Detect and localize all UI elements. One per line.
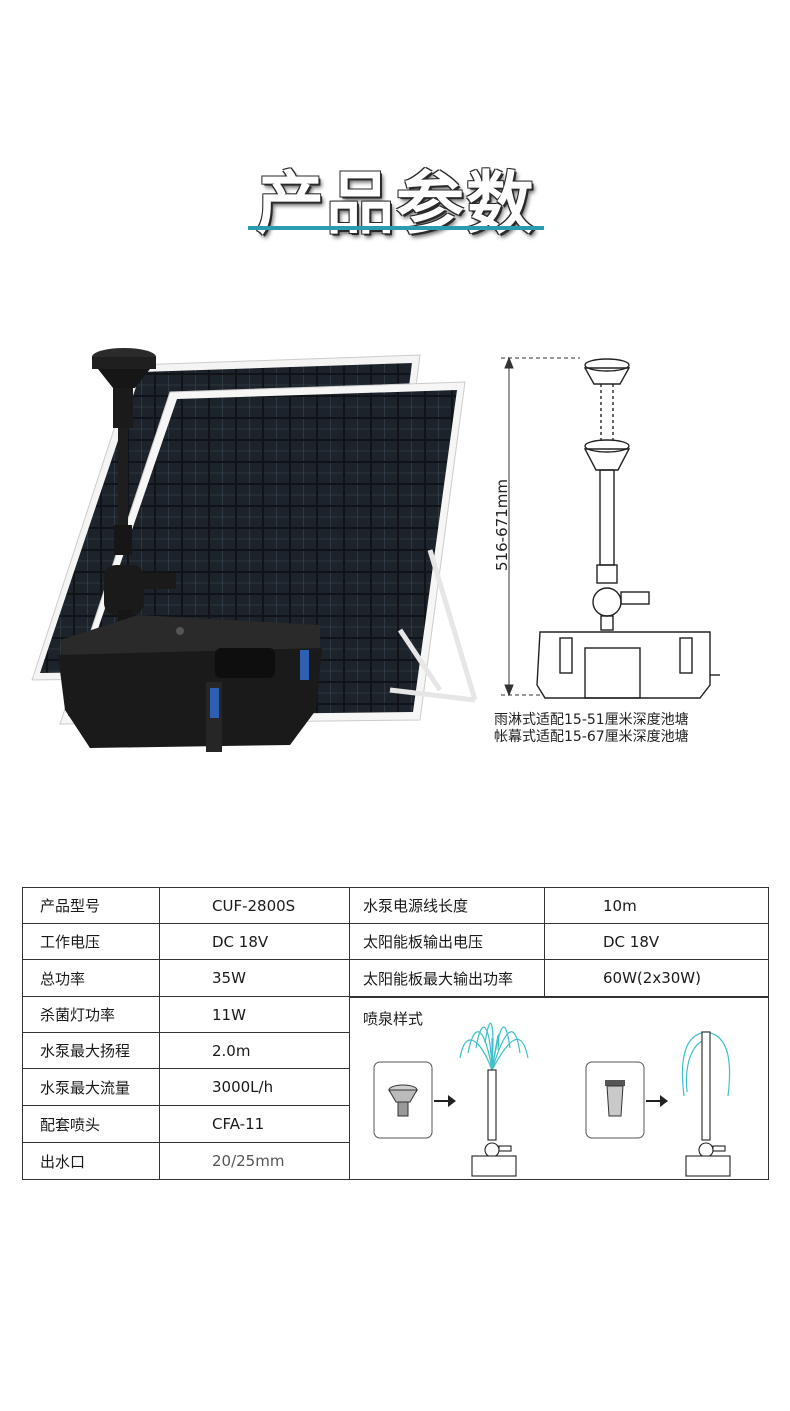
depth-caption: 雨淋式适配15-51厘米深度池塘 帐幕式适配15-67厘米深度池塘 <box>494 712 689 746</box>
spec-label: 水泵最大流量 <box>22 1068 160 1106</box>
spec-value: 11W <box>159 996 350 1033</box>
spec-label: 太阳能板输出电压 <box>349 923 545 960</box>
page-title: 产品参数 <box>255 165 536 244</box>
spec-label: 太阳能板最大输出功率 <box>349 959 545 997</box>
pump-body <box>58 615 322 752</box>
height-dimension-label: 516-671mm <box>493 479 511 571</box>
spec-value: 3000L/h <box>159 1068 350 1106</box>
fountain-style-cell: 喷泉样式 <box>349 997 769 1180</box>
spec-value: 10m <box>544 887 769 924</box>
spec-value: 20/25mm <box>159 1142 350 1180</box>
dimension-arrow <box>501 356 580 697</box>
curtain-nozzle-card <box>585 1061 645 1139</box>
spec-label: 工作电压 <box>22 923 160 960</box>
arrow-icon <box>434 1095 456 1107</box>
panel-stand <box>389 549 478 703</box>
fountain-style-label: 喷泉样式 <box>363 1010 424 1028</box>
spec-label: 杀菌灯功率 <box>22 996 160 1033</box>
spec-value: 60W(2x30W) <box>544 959 769 997</box>
curtain-style-depth: 帐幕式适配15-67厘米深度池塘 <box>494 729 689 745</box>
spec-value: DC 18V <box>544 923 769 960</box>
rain-style-depth: 雨淋式适配15-51厘米深度池塘 <box>494 712 689 728</box>
spec-label: 出水口 <box>22 1142 160 1180</box>
title-underline <box>248 226 544 230</box>
product-illustration <box>31 348 478 752</box>
rain-nozzle-card <box>373 1061 433 1139</box>
spec-table: 产品型号 CUF-2800S 工作电压 DC 18V 总功率 35W 杀菌灯功率… <box>22 887 769 1180</box>
dimension-drawing: 516-671mm <box>493 356 720 699</box>
spec-label: 配套喷头 <box>22 1105 160 1143</box>
page-title-block: 产品参数 <box>248 140 544 244</box>
pump-nozzle <box>92 348 176 635</box>
spec-label: 总功率 <box>22 959 160 997</box>
spec-label: 产品型号 <box>22 887 160 924</box>
spec-value: 2.0m <box>159 1032 350 1069</box>
pump-outline <box>536 358 720 699</box>
spec-value: DC 18V <box>159 923 350 960</box>
arrow-icon <box>646 1095 668 1107</box>
spec-value: 35W <box>159 959 350 997</box>
rain-fountain-spray <box>459 1022 529 1071</box>
spec-label: 水泵最大扬程 <box>22 1032 160 1069</box>
rain-fountain-pump <box>471 1069 517 1177</box>
fountain-style-illustration <box>373 1022 731 1177</box>
spec-label: 水泵电源线长度 <box>349 887 545 924</box>
curtain-fountain-pump <box>685 1031 731 1177</box>
spec-value: CFA-11 <box>159 1105 350 1143</box>
spec-value: CUF-2800S <box>159 887 350 924</box>
